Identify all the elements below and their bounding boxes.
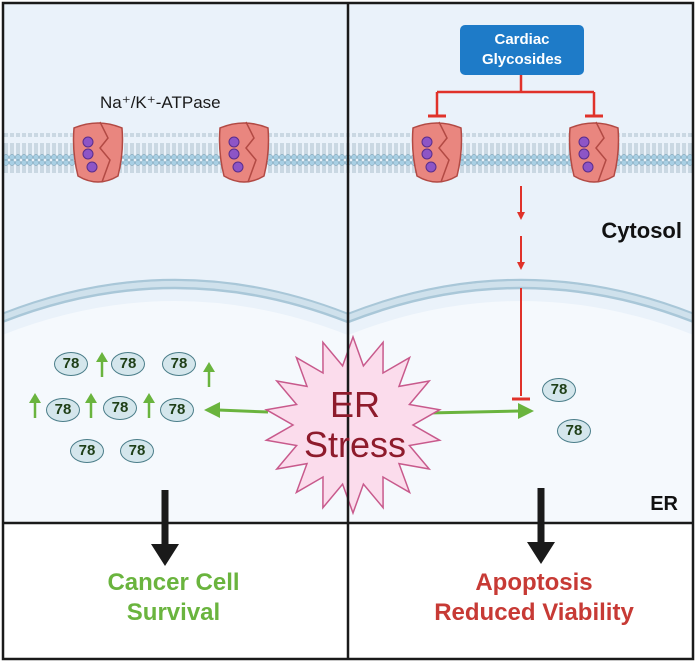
outcome-apoptosis-line1: Apoptosis: [475, 569, 593, 596]
grp78-marker: 78: [557, 419, 591, 443]
upregulation-arrows: [29, 352, 215, 418]
outcome-apoptosis: Apoptosis Reduced Viability: [372, 568, 696, 628]
grp78-marker: 78: [46, 398, 80, 422]
grp78-marker: 78: [70, 439, 104, 463]
signal-cascade: [512, 186, 530, 401]
na-k-atpase-pump: [72, 121, 124, 183]
cardiac-glycosides-box: Cardiac Glycosides: [460, 25, 584, 75]
er-stress-burst: [264, 334, 442, 516]
stress-response-arrows: [204, 402, 534, 419]
outcome-survival-line1: Cancer Cell: [107, 569, 240, 596]
grp78-marker: 78: [162, 352, 196, 376]
grp78-marker: 78: [54, 352, 88, 376]
grp78-marker: 78: [103, 396, 137, 420]
grp78-marker: 78: [111, 352, 145, 376]
na-k-atpase-pump: [411, 121, 463, 183]
grp78-marker: 78: [120, 439, 154, 463]
drug-label-line1: Cardiac: [494, 31, 550, 48]
er-stress-line2: Stress: [303, 424, 407, 465]
er-stress-label: ER Stress: [280, 385, 430, 465]
outcome-arrows: [151, 488, 555, 566]
grp78-marker: 78: [160, 398, 194, 422]
na-k-atpase-pump: [568, 121, 620, 183]
na-k-atpase-label: Na⁺/K⁺-ATPase: [100, 93, 221, 112]
inhibition-bracket: [428, 75, 603, 118]
outcome-apoptosis-line2: Reduced Viability: [434, 599, 634, 626]
outcome-survival: Cancer Cell Survival: [0, 568, 347, 628]
grp78-marker: 78: [542, 378, 576, 402]
drug-label-line2: Glycosides: [481, 51, 563, 68]
cytosol-label: Cytosol: [601, 218, 682, 243]
er-stress-line1: ER: [329, 384, 380, 425]
er-label: ER: [650, 493, 678, 515]
outcome-survival-line2: Survival: [126, 599, 221, 626]
na-k-atpase-pump: [218, 121, 270, 183]
